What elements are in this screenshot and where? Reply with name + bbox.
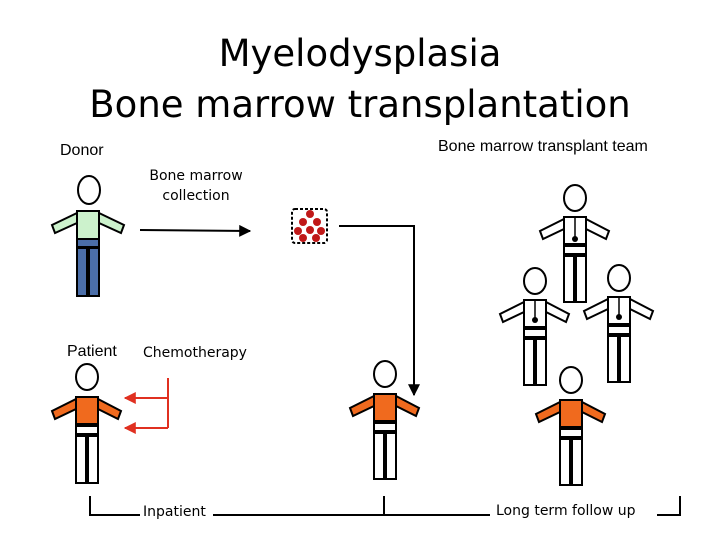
donor-figure	[50, 175, 126, 297]
bone-marrow-bag-icon	[291, 208, 328, 244]
chemotherapy-arrows	[123, 378, 169, 434]
patient-figure-before	[50, 363, 123, 484]
collection-label-2: collection	[162, 188, 230, 204]
patient-label: Patient	[67, 343, 117, 360]
patient-figure-follow-up	[534, 366, 607, 486]
timeline-brackets	[89, 496, 681, 516]
donor-label: Donor	[60, 142, 104, 159]
doctor-figure-left	[498, 267, 571, 386]
doctor-figure-right	[582, 264, 655, 383]
follow-up-label: Long term follow up	[496, 503, 636, 519]
collection-label-1: Bone marrow	[149, 168, 243, 184]
patient-figure-transplant	[348, 360, 421, 480]
chemotherapy-label: Chemotherapy	[143, 345, 247, 361]
title-line-1: Myelodysplasia	[218, 32, 502, 75]
title-line-2: Bone marrow transplantation	[89, 83, 631, 126]
inpatient-label: Inpatient	[143, 504, 206, 520]
collection-arrow	[139, 224, 252, 237]
doctor-figure-top	[538, 184, 611, 303]
infusion-arrow	[339, 225, 420, 397]
team-label: Bone marrow transplant team	[438, 138, 648, 155]
